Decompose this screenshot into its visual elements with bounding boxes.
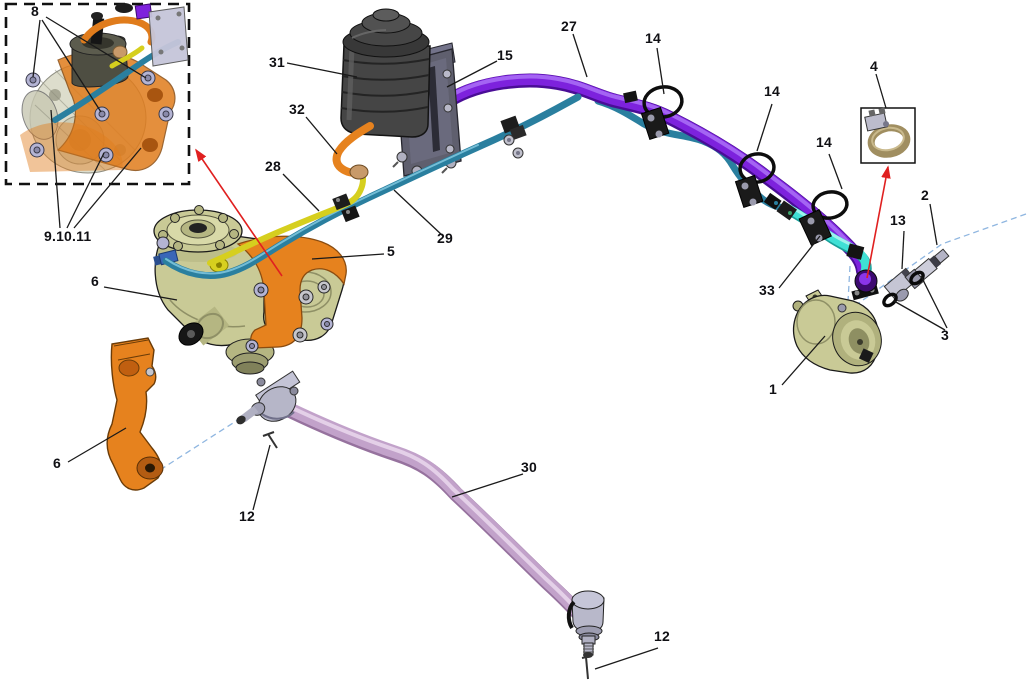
hose-elbow-fitting [846,243,879,301]
return-hose-teal [162,93,582,279]
inset-detail-box [4,2,191,186]
cotter-pin-lower [581,655,592,680]
reservoir-hose-orange [332,122,374,180]
gear-bolts [245,280,334,353]
callout-33: 33 [759,282,775,298]
drag-link-upper-joint [236,370,301,425]
callout-15: 15 [497,47,513,63]
callout-2: 2 [921,187,929,203]
hose-fitting-small [623,90,638,104]
inset-yellow-hose [109,45,145,69]
pressure-hose-purple [443,73,870,278]
clamp-detail-box [860,107,916,164]
leader-lines [32,16,948,670]
hose-clamp-14b [734,152,776,209]
pump [792,289,882,374]
drag-link-lower-joint [566,590,605,658]
callout-12-upper: 12 [239,508,255,524]
callout-13: 13 [890,212,906,228]
hose-union-fittings [763,192,797,221]
callout-9-10-11: 9.10.11 [44,228,92,244]
callout-14b: 14 [764,83,780,99]
drag-link [236,370,605,658]
callout-14c: 14 [816,134,832,150]
line-clamp-bracket [500,115,527,159]
callout-31: 31 [269,54,285,70]
red-arrows [195,148,891,279]
return-hose-highlight [165,144,479,275]
hose-clamp-14c [798,190,849,246]
pitman-arm [106,337,164,491]
steering-gear [153,205,347,375]
cotter-pin-upper [262,431,278,449]
callout-1: 1 [769,381,777,397]
pump-port [858,348,874,363]
red-arrow-to-clamp-box [866,165,891,279]
red-arrow-to-inset [195,148,283,277]
callout-6-gear: 6 [91,273,99,289]
flange-bolts [158,205,239,251]
callout-8: 8 [31,3,39,19]
callout-28: 28 [265,158,281,174]
callout-3: 3 [941,327,949,343]
callout-30: 30 [521,459,537,475]
o-rings-3 [882,270,925,308]
callout-27: 27 [561,18,577,34]
callout-32: 32 [289,101,305,117]
callout-6-arm: 6 [53,455,61,471]
hose-clamp-14a [640,85,684,141]
gear-mounting-bracket [236,235,347,349]
line-clamp-double [332,193,360,223]
callout-5: 5 [387,243,395,259]
fluid-reservoir [340,8,431,138]
inset-bolts [25,70,174,163]
callout-29: 29 [437,230,453,246]
callout-14a: 14 [645,30,661,46]
reservoir-cap [372,8,400,22]
callout-4: 4 [870,58,878,74]
callout-12-lower: 12 [654,628,670,644]
hose-ring-fitting [349,164,369,180]
